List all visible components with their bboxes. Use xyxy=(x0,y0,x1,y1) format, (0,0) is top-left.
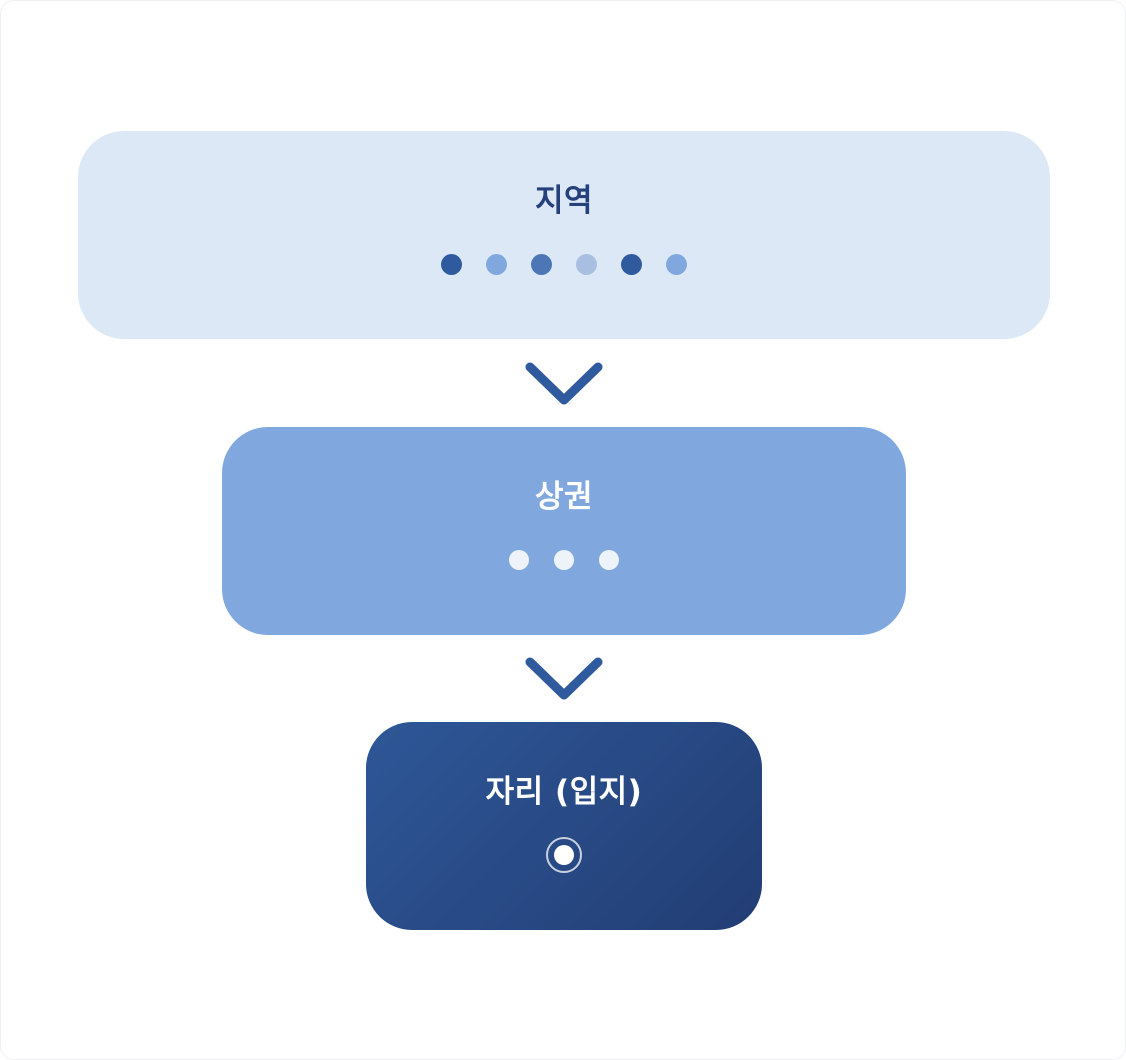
dot-marker xyxy=(599,550,619,570)
chevron-down-icon xyxy=(525,657,603,700)
dot-marker xyxy=(554,550,574,570)
chevron-down-icon xyxy=(525,362,603,405)
level-trade-area-title: 상권 xyxy=(534,479,594,515)
target-icon xyxy=(546,837,582,873)
level-site-title: 자리 (입지) xyxy=(485,774,643,810)
level-site-box: 자리 (입지) xyxy=(366,722,762,930)
dot-marker xyxy=(621,254,642,275)
level-region-box: 지역 xyxy=(78,131,1050,339)
level-trade-area-dots xyxy=(509,550,619,570)
level-trade-area-box: 상권 xyxy=(222,427,906,635)
dot-marker xyxy=(666,254,687,275)
level-region-title: 지역 xyxy=(534,183,594,219)
dot-marker xyxy=(441,254,462,275)
dot-marker xyxy=(509,550,529,570)
dot-marker xyxy=(576,254,597,275)
target-core xyxy=(554,845,574,865)
level-region-dots xyxy=(441,254,687,275)
dot-marker xyxy=(531,254,552,275)
dot-marker xyxy=(486,254,507,275)
